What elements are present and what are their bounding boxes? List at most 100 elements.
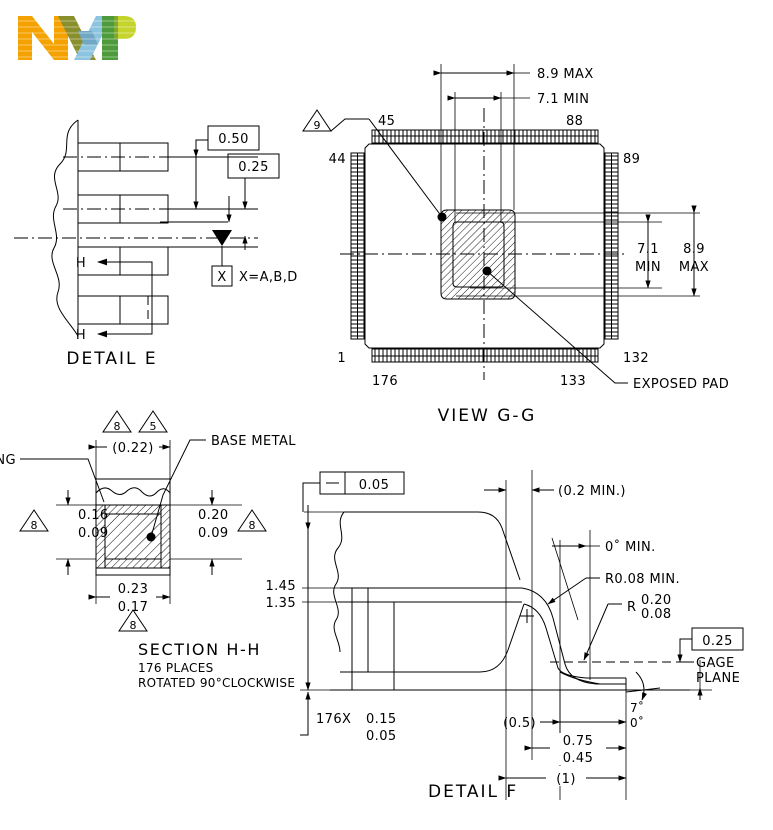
dim-left-upper: 0.16	[78, 508, 109, 523]
dim-05-ref: (0.5)	[503, 716, 536, 731]
dim-89-max-label: MAX	[679, 260, 709, 275]
gage-plane-label-1: GAGE	[696, 656, 735, 671]
lead-stub-1	[351, 587, 369, 673]
dim-r-range-leader	[583, 603, 609, 661]
dim-89-max: 8.9 MAX	[537, 67, 594, 82]
dim-foot-lower: 0.45	[563, 751, 594, 766]
lead-bend-outer	[521, 587, 626, 685]
plating-callout: PLATING	[0, 453, 105, 503]
angle-upper: 7˚	[630, 700, 644, 715]
base-metal-callout: BASE METAL	[146, 434, 296, 542]
dim-lead-count: 176X	[316, 712, 351, 727]
section-hh-title: SECTION H-H	[138, 640, 261, 659]
dim-r-label: R	[627, 600, 636, 615]
base-metal-label: BASE METAL	[211, 434, 296, 449]
dim-bottom-lower: 0.17	[118, 600, 149, 615]
dim-lead-angle: 7˚ 0˚	[625, 671, 661, 730]
nxp-logo	[18, 16, 136, 60]
fcf-gage-value: 0.25	[702, 634, 733, 649]
detail-f-body-bottom	[340, 603, 525, 673]
dim-r008-min: R0.08 MIN.	[605, 572, 680, 587]
fcf-flatness: 0.05	[302, 471, 405, 512]
pin-label-1: 1	[337, 351, 346, 366]
pin-label-133: 133	[560, 374, 586, 389]
detail-f-group: 0.05	[265, 470, 744, 802]
dim-bottom-upper: 0.23	[118, 582, 149, 597]
dim-angle-min: 0˚ MIN.	[605, 539, 656, 555]
pin-label-45: 45	[378, 114, 395, 129]
note-8-left-value: 8	[31, 519, 38, 532]
break-line	[51, 119, 79, 337]
dim-71-min-value: 7.1	[637, 242, 659, 257]
pin-label-88: 88	[566, 114, 583, 129]
pin-label-44: 44	[329, 152, 346, 167]
plating-label: PLATING	[0, 453, 16, 468]
dim-lead-upper: 0.15	[366, 712, 397, 727]
detail-f-body-left-break	[333, 511, 345, 653]
detail-e-title: DETAIL E	[66, 349, 157, 369]
note-9-dot	[437, 212, 447, 222]
fcf-gage: 0.25	[677, 627, 744, 663]
note-triangle-9: 9	[302, 109, 447, 222]
datum-box	[211, 265, 233, 287]
exposed-pad-label: EXPOSED PAD	[633, 377, 729, 392]
fcf-025-value: 0.25	[238, 160, 269, 175]
note-triangle-8-bottom: 8	[118, 609, 148, 632]
lead-bank-right	[604, 152, 619, 340]
note-8-top-value: 8	[114, 420, 121, 433]
section-h-arrow-top	[97, 258, 153, 285]
lead-stub-2	[367, 601, 395, 673]
lead-3	[77, 246, 169, 276]
dim-89-max-value: 8.9	[683, 242, 705, 257]
dim-r008-leader	[547, 577, 587, 605]
dim-left-lower: 0.09	[78, 526, 109, 541]
datum-box-letter: X	[217, 270, 226, 285]
center-cross-mark	[520, 609, 534, 623]
detail-f-title: DETAIL F	[428, 782, 518, 802]
pin-label-132: 132	[623, 351, 649, 366]
note-triangle-8-left: 8	[19, 509, 49, 532]
gage-plane-label-2: PLANE	[696, 671, 740, 686]
section-hh-group: 8 5	[0, 410, 296, 690]
dim-right-upper: 0.20	[198, 508, 229, 523]
section-h-label-top: H	[76, 256, 86, 271]
note-9-value: 9	[314, 119, 321, 132]
detail-e-group: H H 0.50 0.25 X X=A,B,D	[14, 119, 297, 369]
dim-lead-thickness: 176X 0.15 0.05	[300, 691, 397, 744]
lead-bank-top	[371, 129, 599, 144]
lead-bend-inner	[523, 603, 626, 679]
datum-triangle	[212, 230, 232, 246]
dim-022-value: (0.22)	[112, 441, 154, 456]
note-8-right-value: 8	[249, 519, 256, 532]
dim-right-lower: 0.09	[198, 526, 229, 541]
note-triangle-8-top: 8	[102, 410, 132, 433]
detail-f-body-top	[344, 511, 521, 581]
section-hh-subtitle-2: ROTATED 90°CLOCKWISE	[138, 676, 295, 690]
view-gg-group: 8.9 MAX 7.1 MIN 7.1 MIN 8.9 MAX 9	[302, 64, 729, 426]
view-gg-title: VIEW G-G	[438, 406, 537, 426]
note-8-bottom-value: 8	[130, 619, 137, 632]
fcf-050-value: 0.50	[218, 132, 249, 147]
dim-lead-lower: 0.05	[366, 729, 397, 744]
dim-71-min-label: MIN	[635, 260, 661, 275]
note-5-top-value: 5	[150, 420, 157, 433]
dim-foot-upper: 0.75	[563, 734, 594, 749]
dim-r-lower: 0.08	[641, 607, 672, 622]
pin-label-89: 89	[623, 152, 640, 167]
package-body-outline	[364, 143, 605, 349]
exposed-pad-callout: EXPOSED PAD	[482, 266, 729, 392]
note-triangle-5-top: 5	[138, 410, 168, 433]
section-h-arrow-bottom	[97, 285, 153, 338]
dim-overall-ref: (1)	[556, 772, 576, 787]
lead-bank-left	[350, 152, 365, 340]
dim-71-min: 7.1 MIN	[537, 92, 589, 107]
section-h-label-bottom: H	[76, 328, 86, 343]
fcf-box-050	[207, 125, 260, 151]
section-hh-subtitle-1: 176 PLACES	[138, 661, 214, 675]
fcf-box-025	[227, 153, 280, 179]
angle-lower: 0˚	[630, 715, 644, 730]
dim-r-upper: 0.20	[641, 593, 672, 608]
note-triangle-8-right: 8	[237, 509, 267, 532]
